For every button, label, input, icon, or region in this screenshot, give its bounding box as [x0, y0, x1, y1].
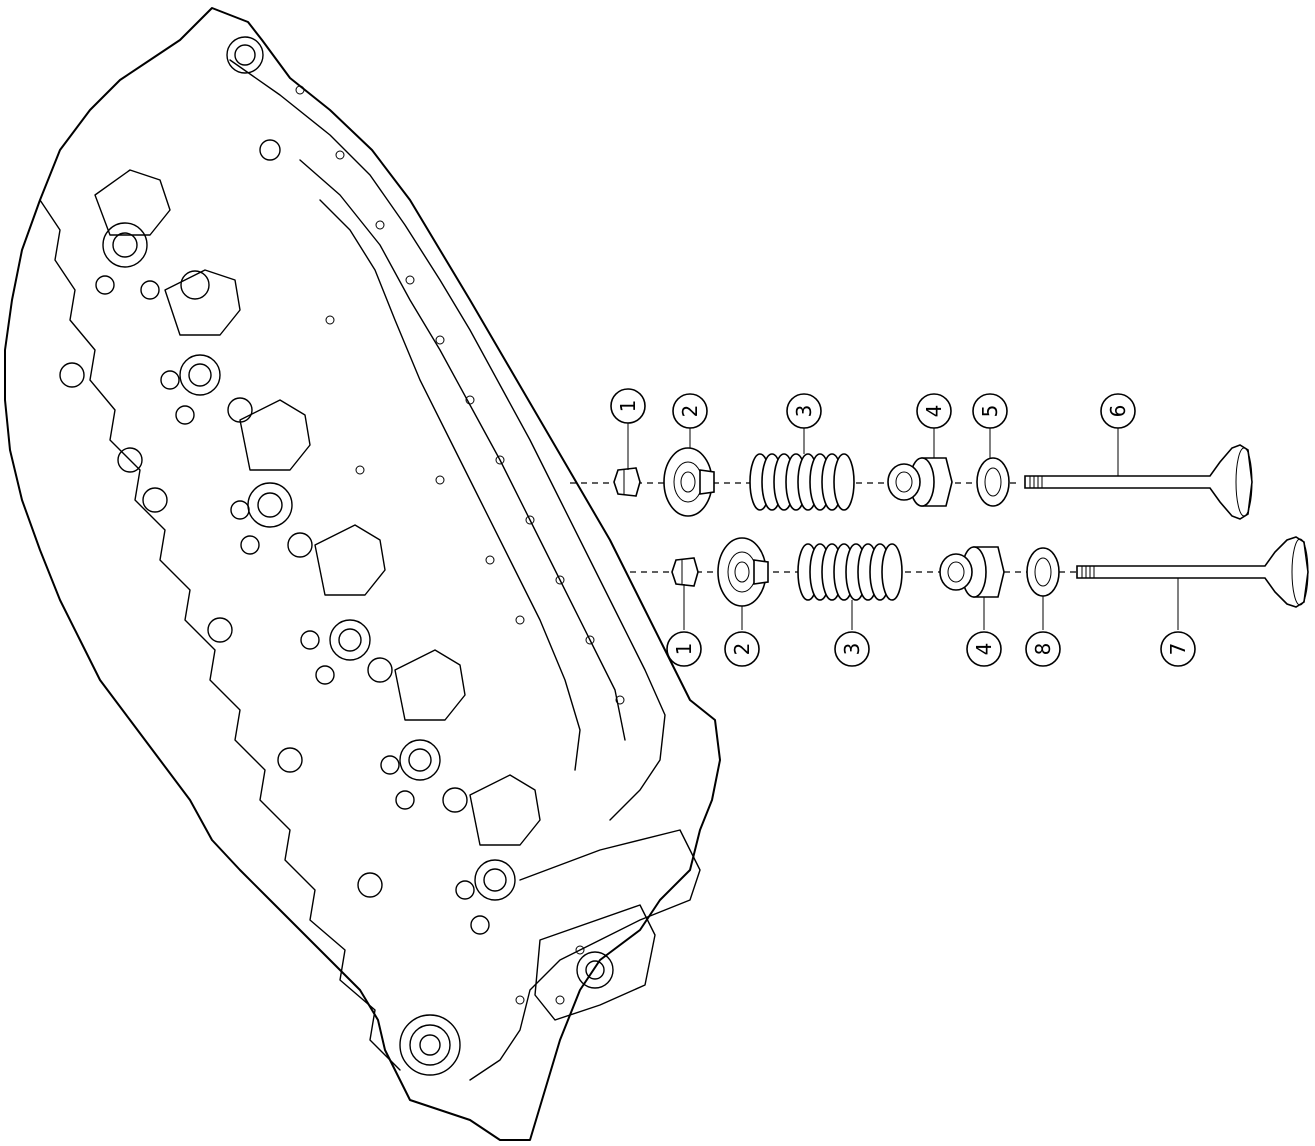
- callout-upper-1-label: 1: [616, 400, 640, 413]
- head-inner-rail-2: [299, 159, 626, 741]
- upper-valve-assembly: [570, 444, 1253, 520]
- callout-lower-1: 1: [666, 631, 702, 667]
- callout-lower-7: 7: [1160, 631, 1196, 667]
- callout-lower-4-label: 4: [972, 643, 996, 656]
- head-left-edge-steps: [39, 199, 401, 1071]
- callout-lower-3-label: 3: [840, 643, 864, 656]
- callout-upper-3-label: 3: [792, 405, 816, 418]
- lower-valve-7: [1076, 536, 1309, 608]
- callout-upper-5: 5: [972, 393, 1008, 429]
- upper-spring-seat: [887, 457, 953, 507]
- cylinder-head-outline: [4, 7, 721, 1141]
- callout-lower-8: 8: [1025, 631, 1061, 667]
- lower-valve-assembly: [630, 536, 1309, 608]
- callout-lower-2: 2: [724, 631, 760, 667]
- callout-lower-1-label: 1: [672, 643, 696, 656]
- lower-spring-seat: [939, 546, 1005, 598]
- callout-upper-3: 3: [786, 393, 822, 429]
- callout-lower-4: 4: [966, 631, 1002, 667]
- callouts-lower: 1 2 3 4 8 7: [666, 631, 1196, 667]
- callout-lower-8-label: 8: [1031, 643, 1055, 656]
- upper-spring-retainer: [663, 447, 715, 517]
- callout-upper-5-label: 5: [978, 405, 1002, 418]
- callout-upper-1: 1: [610, 388, 646, 424]
- lower-seal-ring: [1026, 547, 1060, 597]
- head-rail-bolt-holes: [295, 85, 625, 1005]
- upper-valve-6: [1024, 444, 1253, 520]
- callout-upper-6: 6: [1100, 393, 1136, 429]
- head-port-circles: [59, 36, 614, 1076]
- callout-upper-6-label: 6: [1106, 405, 1130, 418]
- head-gasket-rail: [229, 59, 666, 821]
- cylinder-head: [4, 7, 721, 1141]
- head-pedestals: [94, 169, 541, 846]
- upper-seal-ring: [976, 457, 1010, 507]
- head-lower-flange: [469, 829, 701, 1081]
- callout-upper-4: 4: [916, 393, 952, 429]
- callout-lower-7-label: 7: [1166, 643, 1190, 656]
- lower-spring-retainer: [717, 537, 769, 607]
- lower-valve-keeper: [671, 557, 699, 587]
- callout-upper-4-label: 4: [922, 405, 946, 418]
- callouts-upper: 1 2 3 4 5 6: [610, 388, 1136, 429]
- callout-upper-2: 2: [672, 393, 708, 429]
- upper-valve-spring: [749, 453, 855, 511]
- callout-lower-2-label: 2: [730, 643, 754, 656]
- callout-upper-2-label: 2: [678, 405, 702, 418]
- head-inner-rail-3: [319, 199, 581, 771]
- callout-leaders: [627, 422, 1179, 630]
- callout-lower-3: 3: [834, 631, 870, 667]
- head-flange-plate: [534, 904, 656, 1021]
- upper-valve-keeper: [613, 467, 641, 497]
- lower-valve-spring: [797, 543, 903, 601]
